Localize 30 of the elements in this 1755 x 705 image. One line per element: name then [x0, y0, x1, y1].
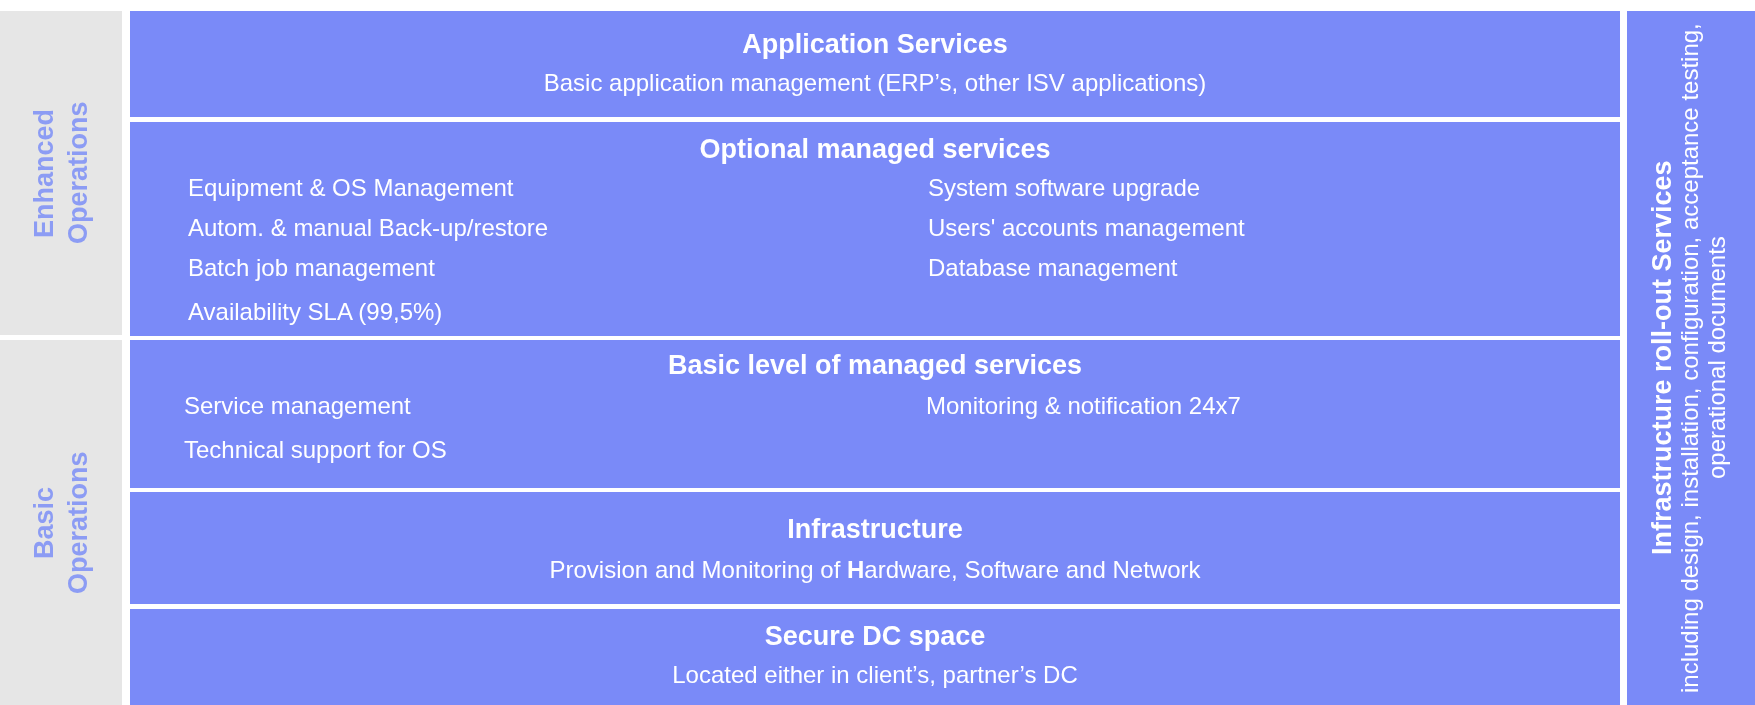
section-band — [0, 340, 122, 705]
layer-box — [130, 340, 1620, 488]
service-item: System software upgrade — [928, 174, 1201, 202]
service-item: Equipment & OS Management — [188, 174, 514, 202]
layer-heading: Optional managed services — [699, 134, 1051, 165]
layer-heading: Secure DC space — [764, 621, 986, 652]
layer-box — [130, 122, 1620, 336]
layer-heading: Basic level of managed services — [667, 350, 1083, 381]
section-label: Basic Operations — [28, 450, 94, 596]
band-description: including design, installation, configuration, acceptance testing, operational documents — [1676, 22, 1730, 695]
layer-heading: Application Services — [742, 29, 1008, 60]
section-label: Enhanced Operations — [28, 100, 94, 247]
service-item: Users' accounts management — [928, 214, 1245, 242]
band-heading: Infrastructure roll-out Services — [1649, 159, 1676, 558]
service-item: Monitoring & notification 24x7 — [926, 392, 1241, 420]
service-item: Availability SLA (99,5%) — [188, 298, 443, 326]
service-item: Autom. & manual Back-up/restore — [188, 214, 549, 242]
service-item: Database management — [928, 254, 1178, 282]
section-band — [0, 11, 122, 335]
service-item: Technical support for OS — [184, 436, 447, 464]
service-item: Batch job management — [188, 254, 435, 282]
vertical-band — [1627, 11, 1755, 705]
layer-box — [130, 609, 1620, 705]
layer-box — [130, 492, 1620, 604]
layer-description: Located either in client’s, partner’s DC — [672, 661, 1078, 689]
layer-box — [130, 11, 1620, 117]
service-item: Service management — [184, 392, 411, 420]
layer-heading: Infrastructure — [787, 514, 963, 545]
layer-description: Provision and Monitoring of Hardware, Software and Network — [549, 556, 1201, 584]
layer-description: Basic application management (ERP’s, other ISV applications) — [543, 69, 1207, 97]
